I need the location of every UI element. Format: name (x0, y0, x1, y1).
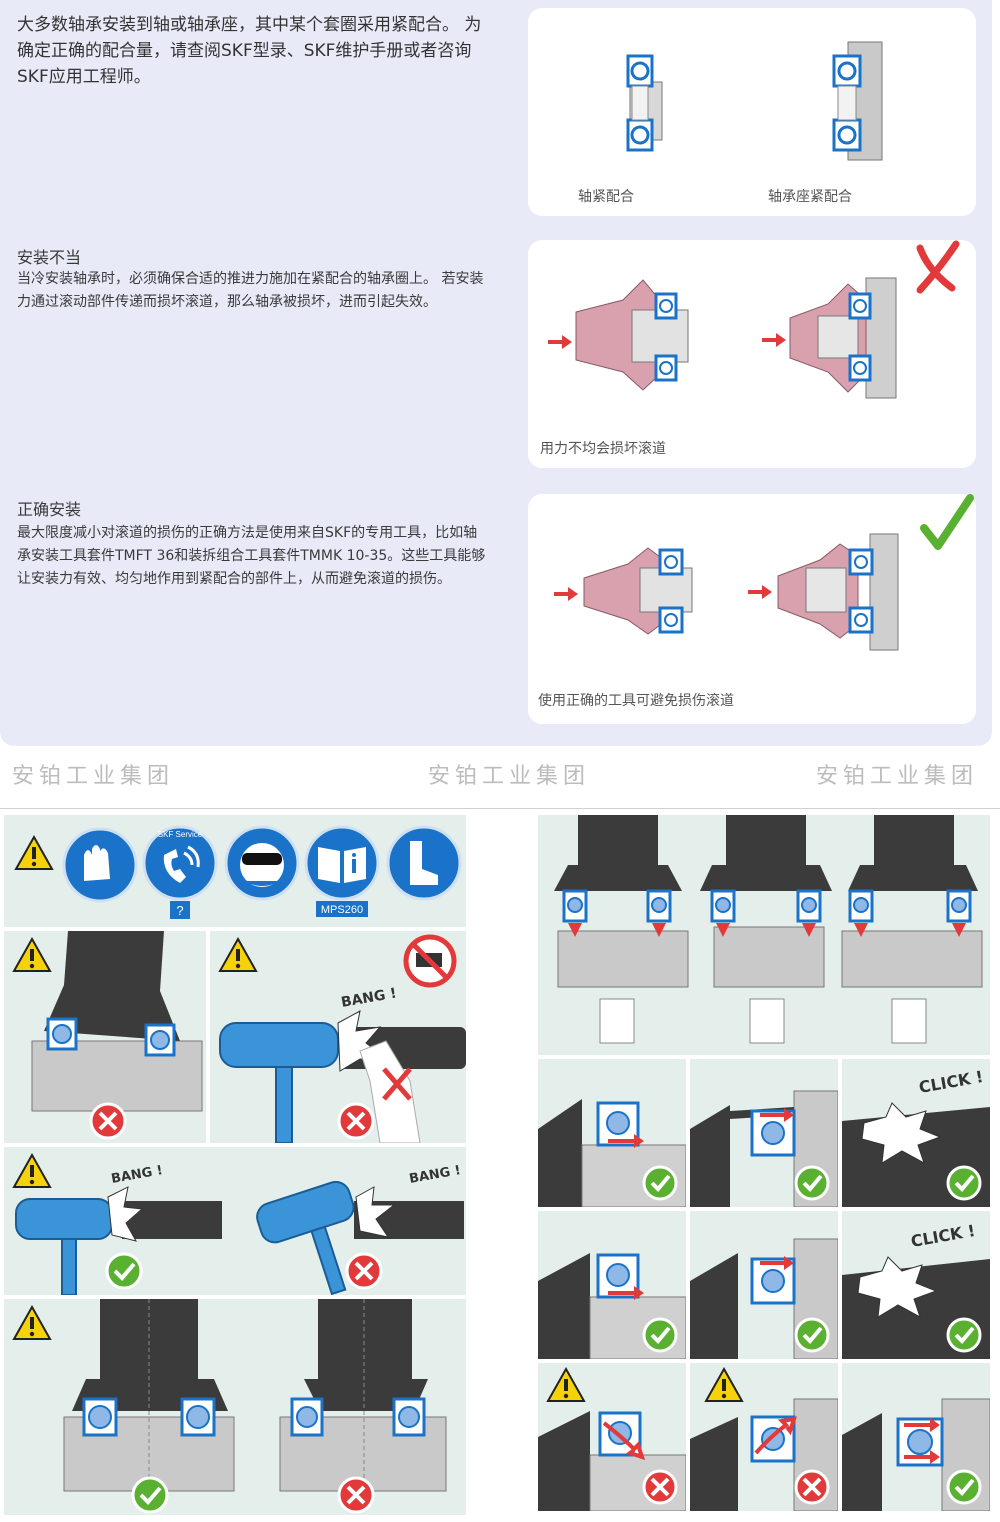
intro-text: 大多数轴承安装到轴或轴承座，其中某个套圈采用紧配合。 为确定正确的配合量，请查阅… (17, 15, 482, 87)
improper-caption: 用力不均会损坏滚道 (540, 441, 666, 457)
proper-diagram (554, 494, 974, 651)
improper-title: 安装不当 (17, 248, 82, 267)
error-mark-icon (337, 1476, 375, 1514)
housing-fit-label: 轴承座紧配合 (768, 189, 852, 205)
proper-caption: 使用正确的工具可避免损伤滚道 (538, 693, 734, 709)
watermark-left: 安铂工业集团 (12, 764, 175, 789)
step-panel (690, 1211, 838, 1359)
error-mark-icon (642, 1469, 678, 1505)
warning-icon (704, 1366, 744, 1402)
bottom-section: SKF Service ? MPS260 (0, 808, 1000, 1522)
ok-mark-icon (946, 1165, 982, 1201)
warning-icon (14, 834, 54, 870)
fit-diagram (626, 41, 883, 161)
click-text: CLICK ! (909, 1221, 976, 1251)
hammer-hand-panel: BANG ! (210, 931, 466, 1143)
warning-icon (12, 1304, 52, 1340)
step-panel (538, 1211, 686, 1359)
error-mark-icon (794, 1469, 830, 1505)
boots-icon (386, 825, 462, 901)
step-panel (538, 1059, 686, 1207)
step-panel: CLICK ! (842, 1059, 990, 1207)
proper-card: 使用正确的工具可避免损伤滚道 (528, 494, 976, 724)
goggles-icon (224, 825, 300, 901)
ok-mark-icon (794, 1165, 830, 1201)
force-path-panel (4, 1299, 466, 1515)
warning-icon (12, 936, 52, 972)
press-variant-shaft (554, 815, 689, 1044)
hammer-angle-panel: BANG ! BANG ! (4, 1147, 466, 1295)
ok-mark-icon (794, 1317, 830, 1353)
watermark-right: 安铂工业集团 (816, 764, 979, 789)
step-panel (690, 1363, 838, 1511)
ok-mark-icon (642, 1317, 678, 1353)
skf-service-phone-icon: SKF Service ? (142, 825, 218, 919)
gloves-icon (62, 827, 138, 903)
proper-text: 最大限度减小对滚道的损伤的正确方法是使用来自SKF的专用工具，比如轴承安装工具套… (17, 525, 486, 587)
correct-mark-icon (920, 494, 974, 550)
ok-mark-icon (946, 1317, 982, 1353)
step-panel (842, 1363, 990, 1511)
manual-icon: MPS260 (304, 825, 380, 917)
wrong-mark-icon (916, 240, 960, 294)
click-text: CLICK ! (917, 1067, 984, 1097)
safety-icon-bar: SKF Service ? MPS260 (4, 815, 466, 927)
warning-icon (218, 936, 258, 972)
proper-title: 正确安装 (17, 500, 82, 519)
help-tag: ? (176, 903, 183, 918)
fit-card: 轴紧配合 轴承座紧配合 (528, 8, 976, 216)
error-mark-icon (345, 1252, 383, 1290)
improper-diagram (548, 240, 960, 399)
ok-mark-icon (642, 1165, 678, 1201)
ok-mark-icon (105, 1252, 143, 1290)
step-panel (538, 1363, 686, 1511)
error-mark-icon (337, 1102, 375, 1140)
bang-text: BANG ! (110, 1163, 164, 1187)
bang-text: BANG ! (408, 1163, 462, 1187)
error-mark-icon (89, 1102, 127, 1140)
press-variant-both (841, 815, 983, 1044)
press-variant-housing (700, 815, 832, 1044)
ok-mark-icon (946, 1469, 982, 1505)
top-section: 大多数轴承安装到轴或轴承座，其中某个套圈采用紧配合。 为确定正确的配合量，请查阅… (0, 0, 992, 746)
improper-text: 当冷安装轴承时，必须确保合适的推进力施加在紧配合的轴承圈上。 若安装力通过滚动部… (17, 271, 484, 310)
tilted-mounting-panel (4, 931, 206, 1143)
improper-card: 用力不均会损坏滚道 (528, 240, 976, 468)
no-hand-icon (403, 934, 457, 988)
skf-service-label: SKF Service (158, 830, 203, 839)
warning-icon (12, 1152, 52, 1188)
manual-tag: MPS260 (321, 904, 363, 916)
step-panel: CLICK ! (842, 1211, 990, 1359)
step-panel (690, 1059, 838, 1207)
shaft-fit-label: 轴紧配合 (578, 189, 634, 205)
bang-text: BANG ! (340, 985, 398, 1010)
warning-icon (546, 1366, 586, 1402)
press-variants-panel (538, 815, 990, 1055)
mount-steps-grid: CLICK ! (538, 1059, 990, 1515)
ok-mark-icon (131, 1476, 169, 1514)
watermark-center: 安铂工业集团 (428, 764, 591, 789)
